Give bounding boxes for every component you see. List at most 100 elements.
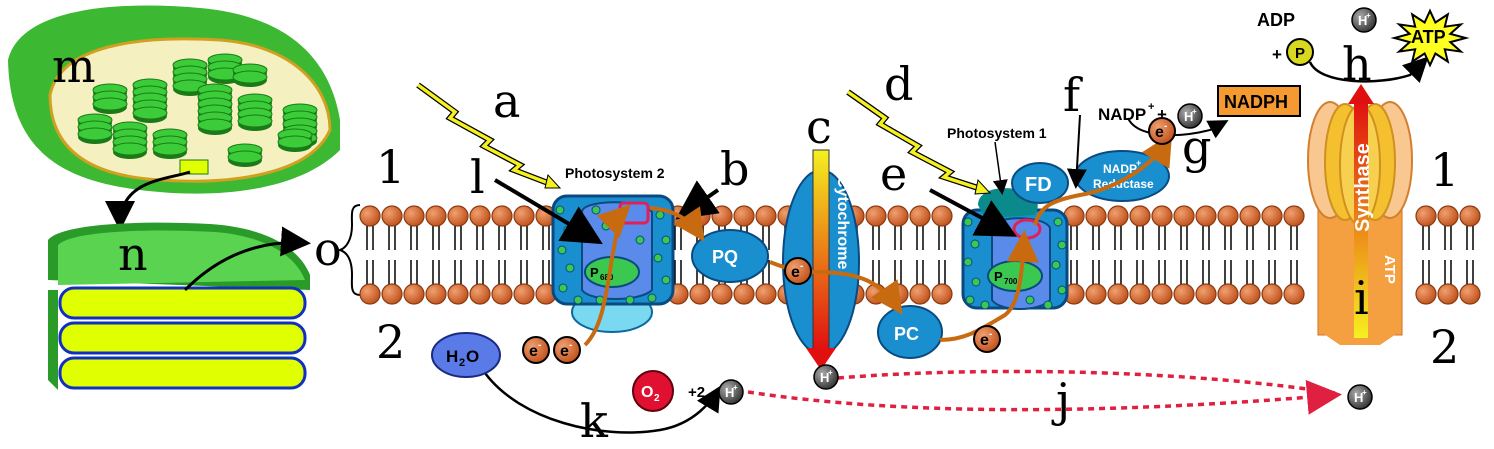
lipid-head [403,205,425,227]
lipid-head [1217,283,1239,305]
lipid-head [1173,283,1195,305]
chlorophyll-dot [970,239,980,249]
lipid-head [1173,205,1195,227]
chlorophyll-dot [591,205,601,215]
p700-main: P [994,269,1003,284]
electron [1148,117,1176,145]
proton [1347,384,1373,410]
nadp-reductase-line1: NADP [1103,162,1137,176]
electron-sup: - [538,340,541,351]
side-2-right: 2 [1430,320,1459,374]
label-m: m [52,39,96,93]
label-f: f [1063,68,1083,122]
h2o-h: H [446,347,458,366]
lipid-head [1261,283,1283,305]
atp-star [1390,8,1470,68]
pointer-e [929,188,1018,237]
lipid-head [381,283,403,305]
electron [553,336,581,364]
lipid-head [513,205,535,227]
lipid-head [711,283,733,305]
lipid-head [447,283,469,305]
pointer-ps1 [992,141,1008,195]
atp-synthase-label-2: Synthase [1352,143,1374,232]
lipid-head [1437,283,1459,305]
photosystem-1-label: Photosystem 1 [947,125,1047,141]
lipid-head [931,205,953,227]
phosphate-label: P [1295,45,1305,62]
proton-label: H [1184,109,1193,124]
electron-sup: - [989,329,992,340]
chloroplast [8,5,340,194]
lipid-head [755,205,777,227]
electron-label: e [791,264,800,281]
proton-sup: + [1192,107,1197,116]
chlorophyll-dot [963,217,973,227]
photosystem-2-label: Photosystem 2 [565,165,665,181]
chlorophyll-dot [965,295,975,305]
electron-path-to-reductase [1033,133,1173,226]
chlorophyll-dot [625,295,635,305]
lipid-head [1283,205,1305,227]
lipid-head [865,205,887,227]
chlorophyll-dot [963,257,973,267]
membrane-brace [336,204,361,296]
proton-flow-arrow-1 [747,379,1342,415]
proton-flow-arrow-2 [837,369,1336,395]
side-1-right: 1 [1430,143,1459,197]
atp-synthase [1307,84,1413,345]
chlorophyll-dot [1043,300,1053,310]
label-n: n [118,227,148,281]
chlorophyll-dot [565,263,575,273]
atp-star-label: ATP [1411,27,1446,47]
side-1-left: 1 [376,140,405,194]
zoom-arrow-n [105,170,191,231]
lipid-head [1217,205,1239,227]
proton-label: H [725,385,734,400]
electron [522,336,550,364]
chlorophyll-dot [1025,295,1035,305]
p700-sub: 700 [1004,277,1018,286]
lipid-head [1195,205,1217,227]
proton-label: H [1354,390,1363,405]
lipid-head [491,205,513,227]
lipid-head [755,283,777,305]
plus-sign-2: + [1272,45,1282,64]
chlorophyll-dot [971,277,981,287]
proton [1351,7,1377,33]
electron-path-ps2-internal [583,204,631,347]
lipid-head [887,205,909,227]
proton-sup: + [733,383,738,392]
lipid-head [689,283,711,305]
grana-stacks [77,53,318,175]
lipid-head [1129,283,1151,305]
lipid-head [513,283,535,305]
electron-sup: - [1164,121,1167,132]
label-o: o [314,222,342,276]
side-2-left: 2 [376,315,405,369]
chlorophyll-dot [601,221,611,231]
lipid-head [733,283,755,305]
pc-label: PC [894,324,919,344]
lipid-head [425,205,447,227]
nadph-box [1217,85,1301,117]
proton [718,379,744,405]
water-split-arrow [483,372,721,434]
lipid-head [711,205,733,227]
lipid-head [359,205,381,227]
electron-path-to-pq [649,206,705,242]
lipid-head [403,283,425,305]
chlorophyll-dot [661,275,671,285]
lipid-head [1415,205,1437,227]
chlorophyll-dot [1053,217,1063,227]
proton-sup: + [1366,11,1371,20]
o2-2: 2 [654,393,660,404]
photosystem-1 [961,188,1069,310]
light-arrow-a [416,83,549,185]
lipid-head [1107,283,1129,305]
lipid-head [1283,283,1305,305]
lipid-head [1459,283,1481,305]
lipid-head [909,205,931,227]
